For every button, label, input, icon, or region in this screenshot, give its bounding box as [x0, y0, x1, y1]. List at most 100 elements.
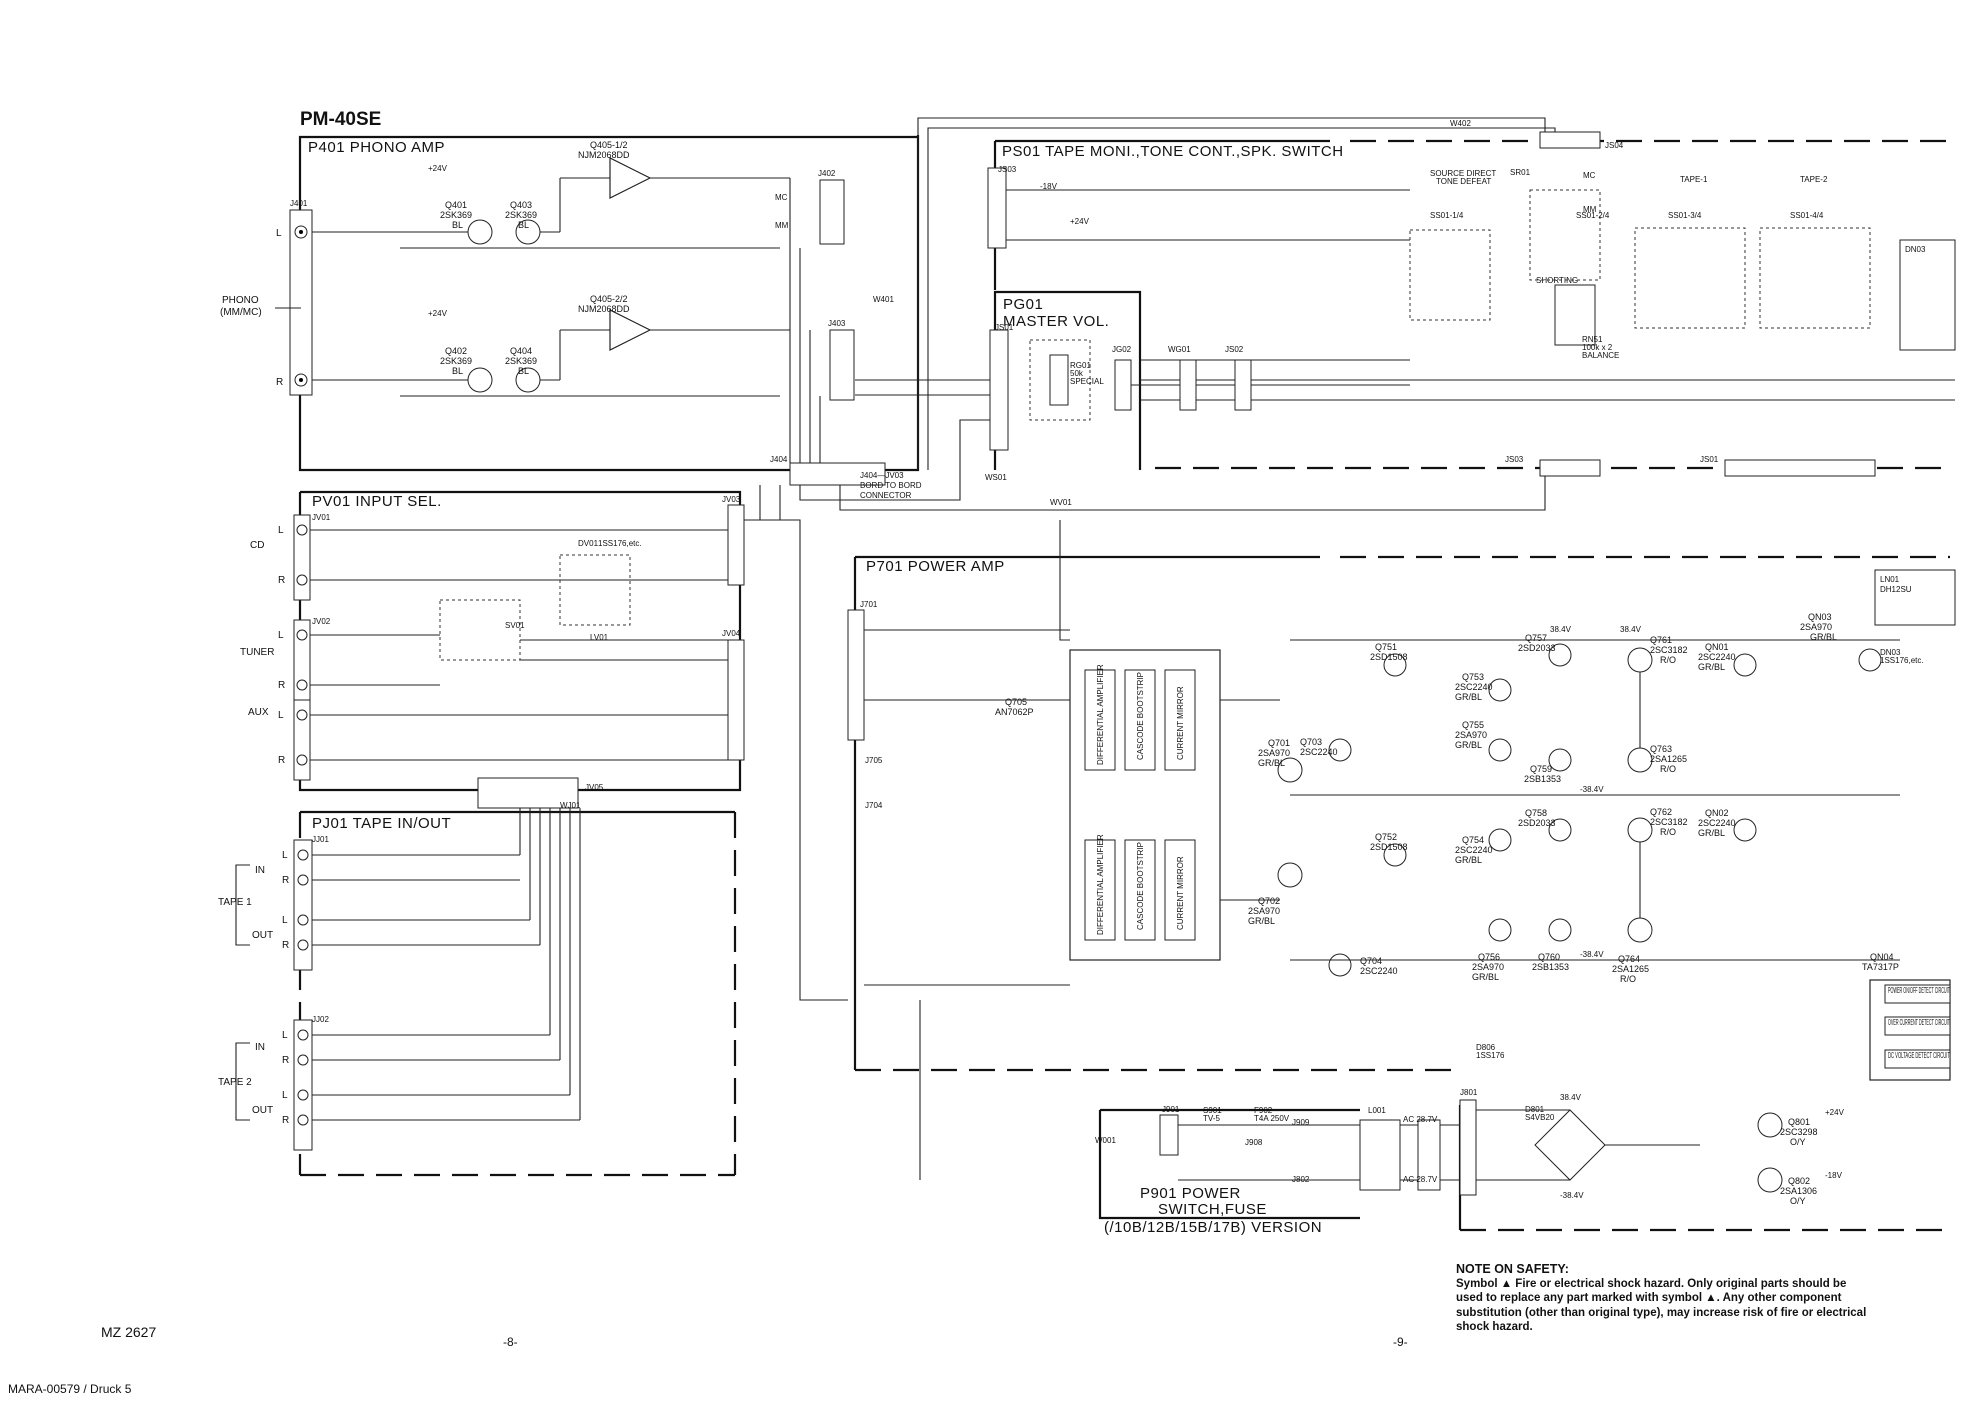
- svg-text:WS01: WS01: [985, 473, 1007, 482]
- svg-text:JS02: JS02: [1225, 345, 1244, 354]
- section-label-tape-moni: PS01 TAPE MONI.,TONE CONT.,SPK. SWITCH: [1002, 143, 1344, 160]
- svg-text:AC 28.7V: AC 28.7V: [1403, 1175, 1438, 1184]
- svg-text:QN02: QN02: [1705, 808, 1729, 818]
- svg-text:DN03: DN03: [1880, 648, 1901, 657]
- svg-text:SPECIAL: SPECIAL: [1070, 377, 1104, 386]
- svg-text:2SK369: 2SK369: [440, 356, 472, 366]
- svg-text:2SC3298: 2SC3298: [1780, 1127, 1818, 1137]
- svg-text:BL: BL: [452, 220, 463, 230]
- svg-text:JS01: JS01: [995, 323, 1014, 332]
- svg-text:JV02: JV02: [312, 617, 331, 626]
- phono-amp-circuit: Q401 2SK369 BL Q403 2SK369 BL Q402 2SK36…: [312, 140, 922, 500]
- section-label-master-vol-2: MASTER VOL.: [1003, 313, 1109, 330]
- svg-text:L: L: [278, 630, 284, 641]
- svg-text:OUT: OUT: [252, 1105, 273, 1116]
- svg-text:DC VOLTAGE DETECT CIRCUIT: DC VOLTAGE DETECT CIRCUIT: [1888, 1051, 1950, 1060]
- svg-text:GR/BL: GR/BL: [1472, 972, 1499, 982]
- svg-text:Q705: Q705: [1005, 697, 1027, 707]
- svg-text:2SD1508: 2SD1508: [1370, 842, 1408, 852]
- svg-text:POWER ON/OFF DETECT CIRCUIT: POWER ON/OFF DETECT CIRCUIT: [1888, 986, 1950, 995]
- svg-text:2SD2033: 2SD2033: [1518, 643, 1556, 653]
- svg-text:NJM2068DD: NJM2068DD: [578, 150, 630, 160]
- phono-right-label: R: [276, 377, 283, 388]
- svg-text:Q758: Q758: [1525, 808, 1547, 818]
- svg-text:Q764: Q764: [1618, 954, 1640, 964]
- section-label-phono: P401 PHONO AMP: [308, 139, 445, 156]
- svg-text:MM: MM: [1583, 205, 1597, 214]
- svg-text:WV01: WV01: [1050, 498, 1072, 507]
- svg-text:J909: J909: [1292, 1118, 1310, 1127]
- svg-text:W401: W401: [873, 295, 894, 304]
- section-label-input-sel: PV01 INPUT SEL.: [312, 493, 442, 510]
- svg-text:-18V: -18V: [1825, 1171, 1843, 1180]
- svg-text:TV-5: TV-5: [1203, 1114, 1220, 1123]
- model-code: MZ 2627: [101, 1324, 156, 1340]
- svg-text:2SC2240: 2SC2240: [1455, 845, 1493, 855]
- svg-text:J404: J404: [770, 455, 788, 464]
- svg-text:DV01: DV01: [578, 539, 599, 548]
- svg-text:Q763: Q763: [1650, 744, 1672, 754]
- svg-text:QN03: QN03: [1808, 612, 1832, 622]
- section-label-power-switch-2: SWITCH,FUSE: [1158, 1201, 1267, 1218]
- page-number-right: -9-: [1393, 1335, 1408, 1349]
- svg-text:2SC3182: 2SC3182: [1650, 817, 1688, 827]
- cd-label: CD: [250, 540, 264, 551]
- svg-text:IN: IN: [255, 1042, 265, 1053]
- svg-text:2SK369: 2SK369: [505, 356, 537, 366]
- svg-text:JS03: JS03: [1505, 455, 1524, 464]
- svg-text:CASCODE BOOTSTRIP: CASCODE BOOTSTRIP: [1136, 672, 1145, 760]
- svg-text:AC 28.7V: AC 28.7V: [1403, 1115, 1438, 1124]
- svg-text:SS01-1/4: SS01-1/4: [1430, 211, 1464, 220]
- svg-text:Q760: Q760: [1538, 952, 1560, 962]
- svg-text:SS01-4/4: SS01-4/4: [1790, 211, 1824, 220]
- svg-text:TAPE-2: TAPE-2: [1800, 175, 1828, 184]
- svg-text:2SA970: 2SA970: [1258, 748, 1290, 758]
- svg-text:TA7317P: TA7317P: [1862, 962, 1899, 972]
- svg-text:+24V: +24V: [428, 164, 448, 173]
- svg-text:1SS176: 1SS176: [1476, 1051, 1505, 1060]
- svg-text:JJ02: JJ02: [312, 1015, 329, 1024]
- tape-moni-circuit: JS03 -18V +24V JS04 W402 SOURCE DIRECT T…: [987, 119, 1956, 477]
- svg-text:2SA970: 2SA970: [1455, 730, 1487, 740]
- svg-text:AN7062P: AN7062P: [995, 707, 1034, 717]
- svg-text:R/O: R/O: [1620, 974, 1636, 984]
- svg-text:Q762: Q762: [1650, 807, 1672, 817]
- svg-text:WJ01: WJ01: [560, 801, 581, 810]
- svg-text:-38.4V: -38.4V: [1580, 785, 1604, 794]
- aux-label: AUX: [248, 707, 269, 718]
- svg-text:JV01: JV01: [312, 513, 331, 522]
- section-label-power-amp: P701 POWER AMP: [866, 558, 1005, 575]
- svg-text:2SA970: 2SA970: [1248, 906, 1280, 916]
- phono-left-label: L: [276, 228, 282, 239]
- svg-text:SOURCE DIRECT: SOURCE DIRECT: [1430, 169, 1496, 178]
- svg-text:1SS176,etc.: 1SS176,etc.: [1880, 656, 1924, 665]
- svg-text:F902: F902: [1254, 1106, 1273, 1115]
- svg-text:RN51: RN51: [1582, 335, 1603, 344]
- svg-text:O/Y: O/Y: [1790, 1137, 1806, 1147]
- svg-text:BALANCE: BALANCE: [1582, 351, 1619, 360]
- svg-text:Q702: Q702: [1258, 896, 1280, 906]
- svg-text:2SK369: 2SK369: [440, 210, 472, 220]
- svg-text:L: L: [278, 710, 284, 721]
- svg-text:JJ01: JJ01: [312, 835, 329, 844]
- svg-text:BORD TO BORD: BORD TO BORD: [860, 481, 922, 490]
- tape2-label: TAPE 2: [218, 1077, 252, 1088]
- power-amp-section: P701 POWER AMP: [853, 555, 1950, 1072]
- svg-text:TONE DEFEAT: TONE DEFEAT: [1436, 177, 1491, 186]
- svg-text:T4A 250V: T4A 250V: [1254, 1114, 1290, 1123]
- svg-text:+24V: +24V: [428, 309, 448, 318]
- svg-text:CURRENT MIRROR: CURRENT MIRROR: [1176, 686, 1185, 760]
- svg-text:GR/BL: GR/BL: [1258, 758, 1285, 768]
- svg-text:2SC3182: 2SC3182: [1650, 645, 1688, 655]
- phono-mode-label: (MM/MC): [220, 307, 262, 318]
- svg-text:2SB1353: 2SB1353: [1532, 962, 1569, 972]
- svg-text:R: R: [282, 1115, 289, 1126]
- svg-text:JV03: JV03: [722, 495, 741, 504]
- svg-text:QN04: QN04: [1870, 952, 1894, 962]
- svg-text:TAPE-1: TAPE-1: [1680, 175, 1708, 184]
- tuner-label: TUNER: [240, 647, 274, 658]
- svg-text:2SD1508: 2SD1508: [1370, 652, 1408, 662]
- section-label-power-switch-1: P901 POWER: [1140, 1185, 1241, 1202]
- svg-text:J402: J402: [818, 169, 836, 178]
- power-switch-section: P901 POWER SWITCH,FUSE (/10B/12B/15B/17B…: [1098, 1108, 1360, 1236]
